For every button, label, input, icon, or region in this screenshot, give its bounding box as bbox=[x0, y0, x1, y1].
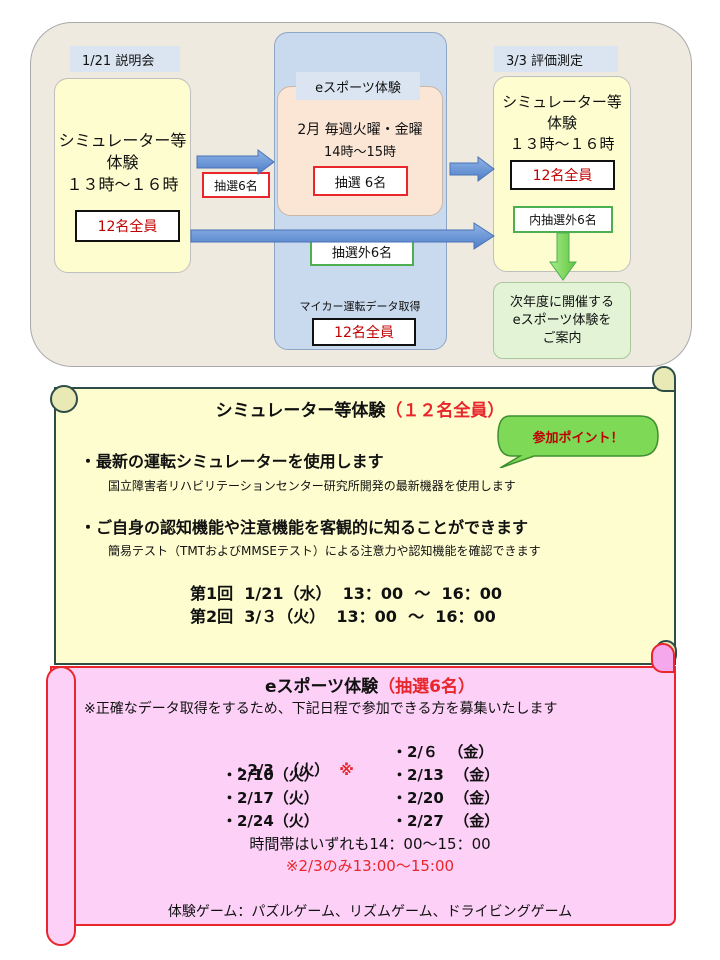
scroll2-left-curl bbox=[46, 666, 76, 946]
next-year-line-2: eスポーツ体験を bbox=[512, 312, 612, 328]
next-year-line-3: ご案内 bbox=[542, 330, 582, 346]
arrow-esports-to-col3 bbox=[449, 156, 495, 182]
next-year-box: 次年度に開催する eスポーツ体験を ご案内 bbox=[493, 282, 631, 359]
scroll1-left-curl bbox=[50, 385, 78, 413]
esports-section-title-accent: （抽選6名） bbox=[378, 676, 476, 697]
date-left-1-mark: ※ bbox=[339, 761, 354, 779]
callout-text: 参加ポイント！ bbox=[532, 430, 624, 446]
callout-bubble bbox=[497, 415, 659, 468]
date-right-4: ・2/27 （金） bbox=[392, 812, 500, 830]
col1-line-2: 体験 bbox=[106, 152, 139, 172]
session-2: 第2回 3/３（火） 13：00 ～ 16：00 bbox=[190, 607, 496, 626]
col3-excluded-badge: 内抽選外6名 bbox=[513, 206, 613, 233]
esports-title: eスポーツ体験 bbox=[296, 72, 420, 100]
esports-line-2: 14時～15時 bbox=[323, 144, 397, 160]
car-data-label: マイカー運転データ取得 bbox=[299, 300, 421, 313]
date-right-2: ・2/13 （金） bbox=[392, 766, 500, 784]
exception-note: ※2/3のみ13:00～15:00 bbox=[285, 856, 455, 875]
date-left-1-text: ・2/3 （火） bbox=[232, 761, 330, 779]
date-left-4: ・2/24（火） bbox=[222, 812, 319, 830]
point2-title: ・ご自身の認知機能や注意機能を客観的に知ることができます bbox=[80, 518, 529, 537]
date-left-1: ・2/3 （火） ※ bbox=[222, 741, 372, 779]
simulator-title: シミュレーター等体験（１２名全員） bbox=[80, 394, 640, 422]
scroll2-top-curl bbox=[651, 643, 675, 673]
col3-box-text: シミュレーター等 体験 １３時～１６時 bbox=[493, 88, 631, 158]
point2-desc: 簡易テスト（TMTおよびMMSEテスト）による注意力や認知機能を確認できます bbox=[108, 544, 541, 558]
arrow-col1-to-col3 bbox=[190, 222, 495, 250]
esports-section-title-main: eスポーツ体験 bbox=[264, 676, 379, 697]
col1-line-1: シミュレーター等 bbox=[58, 130, 187, 150]
simulator-title-main: シミュレーター等体験 bbox=[215, 400, 386, 421]
date-right-3: ・2/20 （金） bbox=[392, 789, 500, 807]
lottery-badge: 抽選6名 bbox=[202, 172, 270, 198]
next-year-line-1: 次年度に開催する bbox=[509, 294, 614, 310]
col1-box-text: シミュレーター等 体験 １３時～１６時 bbox=[54, 125, 191, 200]
date-left-3: ・2/17（火） bbox=[222, 789, 319, 807]
col3-line-2: 体験 bbox=[546, 113, 577, 132]
simulator-title-accent: （１２名全員） bbox=[385, 400, 505, 421]
col1-line-3: １３時～１６時 bbox=[66, 174, 179, 194]
scroll1-top-curl bbox=[652, 366, 676, 392]
time-note: 時間帯はいずれも14：00～15：00 bbox=[249, 834, 491, 853]
col1-badge: 12名全員 bbox=[75, 210, 180, 242]
session-1: 第1回 1/21（水） 13：00 ～ 16：00 bbox=[190, 584, 503, 603]
col1-date-label: 1/21 説明会 bbox=[70, 46, 180, 72]
flow-arrows bbox=[190, 149, 577, 281]
col3-line-3: １３時～１６時 bbox=[509, 134, 615, 153]
arrow-down-to-next-year bbox=[549, 232, 577, 281]
esports-line-1: 2月 毎週火曜・金曜 bbox=[297, 122, 423, 138]
date-left-2: ・2/10（火） bbox=[222, 766, 319, 784]
games-list: 体験ゲーム：パズルゲーム、リズムゲーム、ドライビングゲーム bbox=[167, 904, 573, 920]
col3-line-1: シミュレーター等 bbox=[502, 92, 622, 111]
point1-title: ・最新の運転シミュレーターを使用します bbox=[80, 452, 384, 471]
car-data-badge: 12名全員 bbox=[312, 318, 416, 346]
col3-date-label: 3/3 評価測定 bbox=[494, 46, 618, 72]
date-right-1: ・2/６ （金） bbox=[392, 743, 494, 761]
esports-lottery-badge: 抽選 6名 bbox=[313, 166, 408, 196]
esports-section-title: eスポーツ体験（抽選6名） bbox=[80, 670, 660, 698]
esports-intro: ※正確なデータ取得をするため、下記日程で参加できる方を募集いたします bbox=[84, 701, 558, 717]
col3-badge: 12名全員 bbox=[510, 160, 615, 190]
point1-desc: 国立障害者リハビリテーションセンター研究所開発の最新機器を使用します bbox=[108, 479, 516, 493]
arrow-col1-to-esports bbox=[196, 149, 275, 175]
